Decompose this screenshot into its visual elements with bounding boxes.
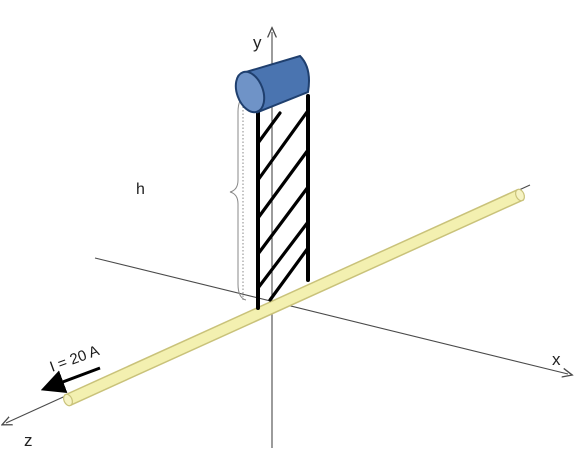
cylinder-cap: [234, 70, 266, 114]
z-axis-label: z: [24, 431, 33, 450]
hatched-region: [256, 110, 310, 302]
wire: [63, 188, 525, 407]
cylinder-rod: [234, 54, 310, 114]
height-brace: [229, 95, 247, 301]
arrow-left-icon: [40, 366, 101, 394]
y-axis-label: y: [253, 33, 262, 52]
wire-end-cap-near: [63, 393, 73, 407]
height-label: h: [136, 181, 145, 198]
wire-body: [63, 189, 525, 406]
wire-end-cap-far: [515, 188, 525, 202]
x-axis-label: x: [552, 350, 561, 369]
x-axis: [94, 257, 568, 374]
